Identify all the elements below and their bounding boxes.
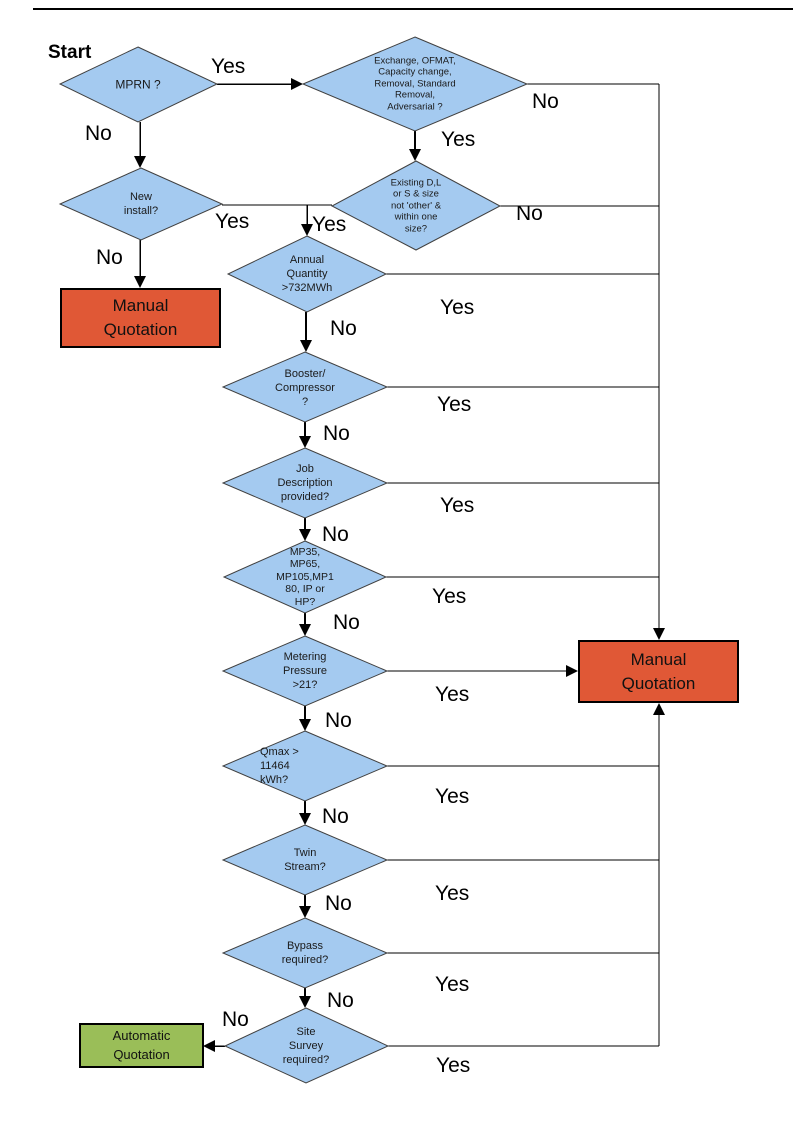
node-mp-tier: MP35, MP65, MP105,MP1 80, IP or HP? bbox=[276, 546, 334, 608]
node-booster: Booster/ Compressor ? bbox=[275, 367, 335, 409]
arrowheads bbox=[134, 78, 665, 1052]
edge-label-exchange-no: No bbox=[532, 90, 559, 113]
node-exchange-shape bbox=[301, 36, 529, 132]
edge-label-job-no: No bbox=[322, 523, 349, 546]
edge-label-qmax-no: No bbox=[322, 805, 349, 828]
edge-label-existing-no: No bbox=[516, 202, 543, 225]
connectors bbox=[139, 83, 660, 1047]
edge-label-annual-no: No bbox=[330, 317, 357, 340]
edge-label-metering-no: No bbox=[325, 709, 352, 732]
edge-label-twin-yes: Yes bbox=[435, 882, 470, 905]
edge-label-mprn-no: No bbox=[85, 122, 112, 145]
node-existing: Existing D,L or S & size not 'other' & w… bbox=[390, 177, 442, 235]
node-exchange: Exchange, OFMAT, Capacity change, Remova… bbox=[374, 55, 456, 113]
node-twin-stream-shape bbox=[221, 824, 389, 896]
edge-label-exchange-yes: Yes bbox=[441, 128, 476, 151]
node-mp-tier-shape bbox=[222, 540, 388, 614]
edge-label-booster-yes: Yes bbox=[437, 393, 472, 416]
edge-label-job-yes: Yes bbox=[440, 494, 475, 517]
box-manual-quotation-left: Manual Quotation bbox=[60, 288, 221, 348]
edge-label-bypass-yes: Yes bbox=[435, 973, 470, 996]
box-manual-quotation-right: Manual Quotation bbox=[578, 640, 739, 703]
node-metering-pressure: Metering Pressure >21? bbox=[282, 650, 328, 692]
node-new-install: New install? bbox=[123, 190, 159, 217]
box-automatic-quotation: Automatic Quotation bbox=[79, 1023, 204, 1068]
node-job-description: Job Description provided? bbox=[277, 462, 333, 504]
edge-label-booster-no: No bbox=[323, 422, 350, 445]
node-bypass-shape bbox=[221, 917, 389, 989]
start-label: Start bbox=[48, 42, 92, 63]
node-booster-shape bbox=[221, 351, 389, 423]
node-mprn-shape bbox=[58, 46, 219, 123]
node-existing-shape bbox=[330, 160, 502, 251]
edge-label-mp-tier-no: No bbox=[333, 611, 360, 634]
edge-label-mp-tier-yes: Yes bbox=[432, 585, 467, 608]
edge-label-existing-yes: Yes bbox=[312, 213, 347, 236]
node-new-install-shape bbox=[58, 167, 224, 241]
edge-label-mprn-yes: Yes bbox=[211, 55, 246, 78]
edge-label-site-survey-yes: Yes bbox=[436, 1054, 471, 1077]
edge-label-qmax-yes: Yes bbox=[435, 785, 470, 808]
node-mprn: MPRN ? bbox=[115, 77, 161, 92]
node-site-survey: Site Survey required? bbox=[282, 1025, 330, 1067]
edge-label-site-survey-no: No bbox=[222, 1008, 249, 1031]
node-site-survey-shape bbox=[223, 1007, 390, 1084]
node-annual-quantity: Annual Quantity >732MWh bbox=[281, 253, 333, 295]
edge-label-bypass-no: No bbox=[327, 989, 354, 1012]
edge-label-twin-no: No bbox=[325, 892, 352, 915]
node-qmax-shape bbox=[221, 730, 389, 802]
decision-shapes bbox=[58, 36, 529, 1084]
node-twin-stream: Twin Stream? bbox=[284, 846, 326, 873]
node-job-description-shape bbox=[221, 447, 389, 519]
edge-label-new-install-yes: Yes bbox=[215, 210, 250, 233]
node-metering-pressure-shape bbox=[221, 635, 389, 707]
node-annual-quantity-shape bbox=[226, 235, 388, 313]
edge-label-new-install-no: No bbox=[96, 246, 123, 269]
node-bypass: Bypass required? bbox=[281, 939, 329, 966]
edge-label-annual-yes: Yes bbox=[440, 296, 475, 319]
edge-label-metering-yes: Yes bbox=[435, 683, 470, 706]
node-qmax: Qmax > 11464 kWh? bbox=[260, 745, 299, 787]
